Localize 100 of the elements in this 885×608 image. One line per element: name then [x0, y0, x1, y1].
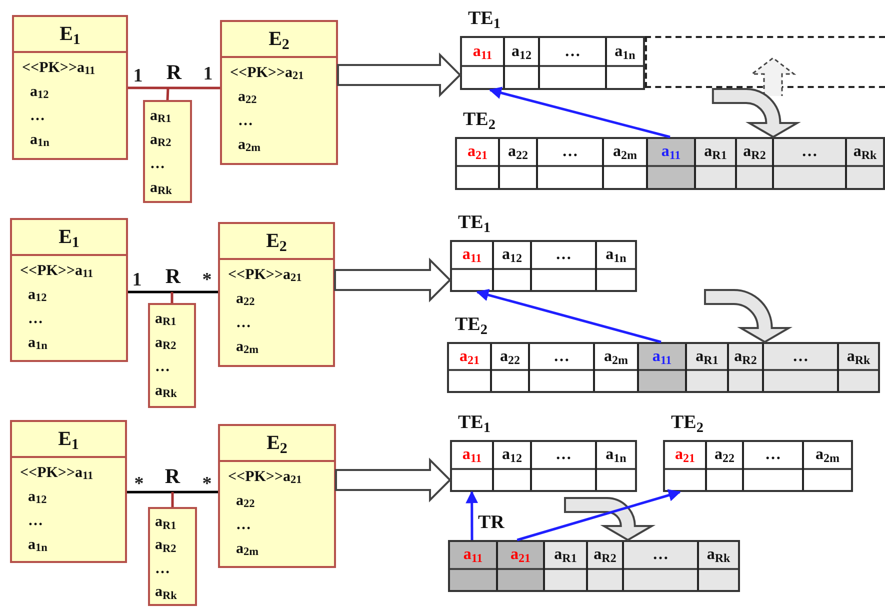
table-column [648, 139, 696, 188]
table-column [847, 139, 883, 188]
table-column [774, 139, 847, 188]
connector-line [171, 492, 174, 507]
connector-line [128, 290, 218, 294]
attribute-name: a$_{R2}$ [155, 336, 176, 350]
table-column [729, 344, 764, 391]
attribute-name: … [236, 316, 251, 330]
connector-line [127, 490, 218, 494]
table-column [498, 542, 545, 590]
table-column [457, 139, 500, 188]
class-box [10, 420, 127, 563]
table-column [588, 542, 624, 590]
table-column [452, 242, 494, 290]
attribute-name: a$_{R1}$ [155, 515, 176, 530]
table-title: TE$_{1}$ [458, 211, 490, 236]
arrow [488, 86, 670, 138]
multiplicity-label: 1 [133, 66, 143, 86]
attribute-name: … [765, 446, 781, 463]
attribute-name: <<PK>>a$_{21}$ [230, 66, 304, 80]
attribute-name: … [652, 546, 668, 563]
class-name: E$_{2}$ [266, 231, 287, 251]
attribute-name: a$_{2m}$ [613, 144, 637, 160]
table-column [532, 242, 597, 290]
attribute-name: <<PK>>a$_{11}$ [20, 264, 94, 278]
table-column [639, 344, 687, 391]
attribute-name: a$_{22}$ [500, 348, 520, 365]
attribute-name: a$_{2m}$ [236, 340, 258, 354]
block-arrow [335, 458, 452, 502]
attribute-box [143, 100, 192, 203]
curved-block-arrow [712, 88, 798, 138]
attribute-box [148, 303, 196, 408]
attribute-name: … [155, 562, 170, 577]
table-column [839, 344, 878, 391]
attribute-name: … [155, 360, 170, 374]
attribute-name: … [150, 156, 165, 172]
attribute-name: … [236, 518, 251, 532]
table-column [744, 442, 804, 490]
attribute-box [148, 507, 197, 606]
table-column [500, 139, 538, 188]
attribute-name: a$_{12}$ [512, 44, 532, 60]
block-arrow [334, 258, 452, 302]
block-arrow [337, 52, 462, 98]
attribute-name: <<PK>>a$_{11}$ [22, 60, 96, 76]
class-box [10, 218, 128, 362]
table-column [532, 442, 597, 490]
attribute-name: a$_{Rk}$ [155, 584, 177, 600]
table-column [665, 442, 707, 490]
attribute-name: … [30, 108, 45, 124]
attribute-name: a$_{R1}$ [704, 144, 727, 160]
attribute-name: a$_{Rk}$ [150, 180, 172, 196]
attribute-name: … [802, 144, 818, 160]
attribute-name: a$_{2m}$ [236, 542, 258, 556]
attribute-name: … [562, 144, 578, 160]
table-title: TE$_{1}$ [468, 7, 500, 32]
class-name: E$_{1}$ [58, 429, 79, 449]
table-column [462, 38, 505, 88]
attribute-name: … [28, 514, 43, 528]
attribute-name: a$_{2m}$ [816, 446, 840, 463]
curved-block-arrow [704, 289, 790, 343]
attribute-name: a$_{R2}$ [155, 538, 176, 554]
attribute-name: … [554, 348, 570, 365]
table-column [707, 442, 744, 490]
arrow [466, 490, 478, 540]
attribute-name: a$_{1n}$ [28, 538, 48, 552]
table-column [505, 38, 540, 88]
attribute-name: a$_{2m}$ [604, 348, 628, 365]
attribute-name: a$_{11}$ [661, 144, 681, 160]
class-name: E$_{1}$ [58, 227, 80, 247]
table-column [764, 344, 839, 391]
attribute-name: a$_{11}$ [462, 246, 482, 263]
attribute-name: a$_{R1}$ [155, 312, 176, 326]
attribute-name: a$_{Rk}$ [846, 348, 870, 365]
curved-block-arrow [564, 497, 653, 541]
table-column [494, 442, 532, 490]
table-column [687, 344, 729, 391]
attribute-name: a$_{1n}$ [606, 446, 626, 463]
attribute-name: a$_{R2}$ [150, 132, 172, 148]
attribute-name: a$_{22}$ [236, 494, 255, 508]
class-box [218, 424, 336, 568]
attribute-name: a$_{12}$ [30, 84, 49, 100]
attribute-name: a$_{12}$ [502, 446, 522, 463]
attribute-name: … [564, 44, 580, 60]
attribute-name: a$_{21}$ [460, 348, 480, 365]
attribute-name: a$_{11}$ [463, 546, 483, 563]
attribute-name: a$_{22}$ [508, 144, 528, 160]
attribute-name: a$_{1n}$ [28, 336, 48, 350]
attribute-name: … [556, 246, 572, 263]
attribute-name: a$_{1n}$ [30, 132, 50, 148]
connector-line [166, 88, 170, 100]
attribute-name: <<PK>>a$_{21}$ [228, 268, 302, 282]
attribute-name: a$_{R1}$ [554, 546, 577, 563]
multiplicity-label: * [202, 474, 212, 494]
attribute-name: … [28, 312, 43, 326]
attribute-name: a$_{R1}$ [150, 108, 172, 124]
table-column [540, 38, 607, 88]
attribute-name: a$_{R2}$ [734, 348, 757, 365]
multiplicity-label: * [134, 474, 144, 494]
class-box [12, 15, 128, 160]
attribute-name: a$_{R2}$ [743, 144, 766, 160]
